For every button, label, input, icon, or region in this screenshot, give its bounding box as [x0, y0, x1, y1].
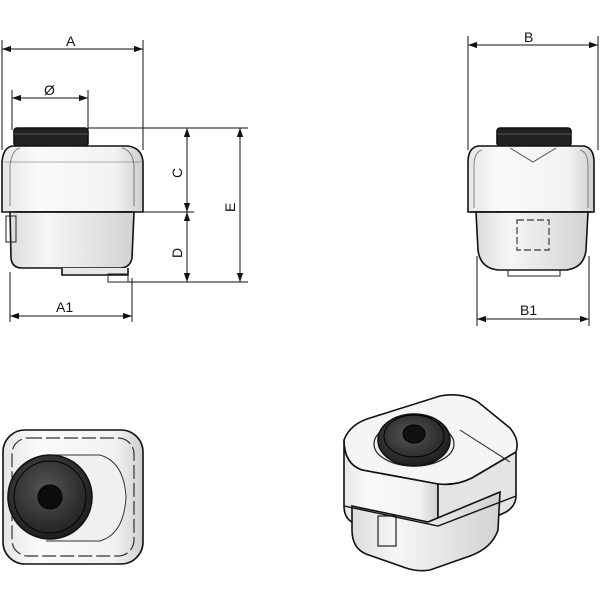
dim-label-diameter: Ø — [44, 82, 55, 98]
side-cap — [496, 127, 572, 147]
front-dimensions: A Ø A1 C D E — [1, 33, 248, 322]
dim-label-b1: B1 — [520, 302, 537, 318]
top-view — [2, 429, 144, 565]
front-view — [1, 127, 144, 283]
dim-label-a1: A1 — [56, 299, 73, 315]
iso-lower-body — [351, 490, 501, 572]
front-cap — [13, 127, 89, 147]
side-dimensions: B B1 — [467, 29, 599, 326]
iso-cap-center — [402, 424, 426, 444]
side-upper-body — [467, 145, 595, 213]
top-cap-center — [37, 484, 63, 510]
dim-label-a: A — [66, 33, 76, 49]
front-upper-body — [1, 145, 144, 213]
side-view — [467, 127, 595, 277]
dim-label-b: B — [524, 29, 533, 45]
dim-label-e: E — [222, 203, 238, 212]
side-lower-body — [475, 211, 589, 271]
isometric-view — [343, 394, 518, 572]
dim-label-c: C — [169, 168, 185, 178]
front-lower-body — [9, 211, 135, 269]
dim-label-d: D — [169, 248, 185, 258]
side-window — [516, 219, 550, 251]
